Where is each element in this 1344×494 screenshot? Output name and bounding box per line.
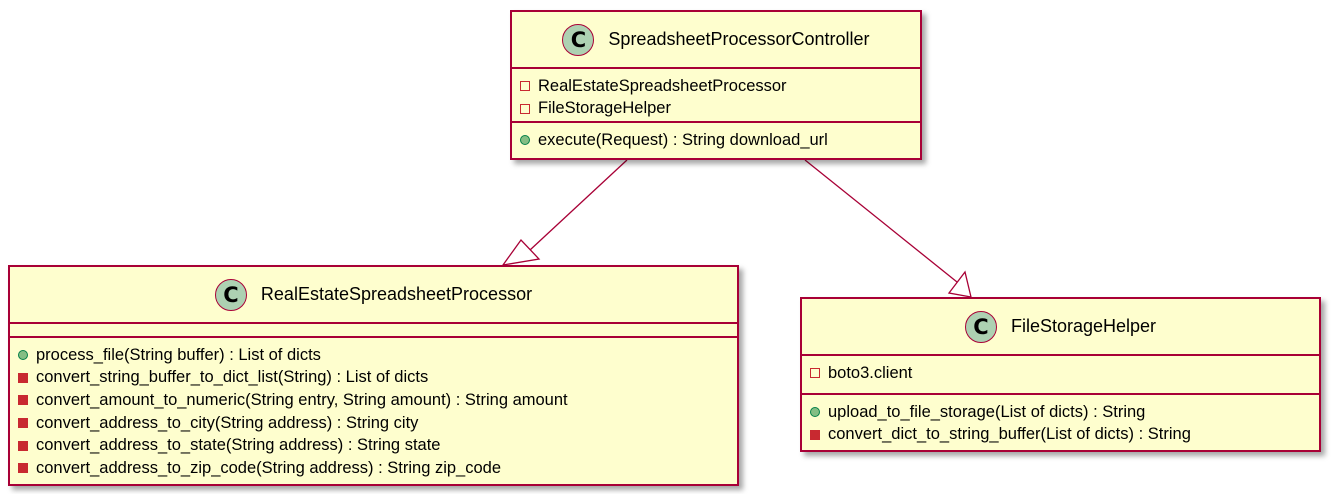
class-spreadsheet-processor-controller[interactable]: C SpreadsheetProcessorController RealEst… — [510, 10, 922, 160]
method-row: execute(Request) : String download_url — [520, 129, 920, 152]
private-field-icon — [520, 81, 530, 92]
inheritance-arrowhead — [947, 270, 972, 298]
class-header: C FileStorageHelper — [802, 299, 1319, 356]
method-row: convert_dict_to_string_buffer(List of di… — [810, 424, 1319, 447]
public-method-icon — [18, 350, 28, 361]
method-row: convert_address_to_state(String address)… — [18, 434, 737, 457]
method-text: convert_address_to_zip_code(String addre… — [36, 458, 502, 477]
class-real-estate-spreadsheet-processor[interactable]: C RealEstateSpreadsheetProcessor process… — [8, 265, 739, 486]
private-method-icon — [810, 429, 820, 440]
method-text: execute(Request) : String download_url — [538, 130, 828, 149]
method-text: convert_address_to_city(String address) … — [36, 413, 419, 432]
method-text: convert_string_buffer_to_dict_list(Strin… — [36, 368, 429, 387]
field-row: boto3.client — [810, 362, 1319, 385]
inheritance-arrowhead — [501, 238, 541, 266]
fields-section — [10, 324, 737, 336]
method-text: convert_dict_to_string_buffer(List of di… — [828, 425, 1191, 444]
method-row: process_file(String buffer) : List of di… — [18, 344, 737, 367]
methods-section: process_file(String buffer) : List of di… — [10, 336, 737, 484]
private-method-icon — [18, 372, 28, 383]
private-field-icon — [520, 103, 530, 114]
field-text: boto3.client — [828, 363, 913, 382]
method-text: convert_address_to_state(String address)… — [36, 436, 441, 455]
field-text: FileStorageHelper — [538, 99, 671, 118]
method-row: convert_address_to_city(String address) … — [18, 412, 737, 435]
method-row: upload_to_file_storage(List of dicts) : … — [810, 401, 1319, 424]
class-header: C RealEstateSpreadsheetProcessor — [10, 267, 737, 324]
method-row: convert_address_to_zip_code(String addre… — [18, 457, 737, 480]
edge-controller-to-storage — [804, 159, 972, 298]
field-row: FileStorageHelper — [520, 98, 920, 121]
class-icon: C — [964, 310, 997, 343]
public-method-icon — [520, 135, 530, 146]
methods-section: execute(Request) : String download_url — [512, 121, 920, 156]
field-text: RealEstateSpreadsheetProcessor — [538, 76, 787, 95]
method-text: upload_to_file_storage(List of dicts) : … — [828, 402, 1146, 421]
class-name: SpreadsheetProcessorController — [608, 29, 870, 49]
field-row: RealEstateSpreadsheetProcessor — [520, 75, 920, 98]
fields-section: RealEstateSpreadsheetProcessor FileStora… — [512, 69, 920, 121]
class-name: RealEstateSpreadsheetProcessor — [260, 284, 533, 304]
method-text: convert_amount_to_numeric(String entry, … — [36, 390, 568, 409]
method-row: convert_amount_to_numeric(String entry, … — [18, 389, 737, 412]
class-icon: C — [214, 278, 247, 311]
fields-section: boto3.client — [802, 356, 1319, 393]
method-row: convert_string_buffer_to_dict_list(Strin… — [18, 367, 737, 390]
public-method-icon — [810, 407, 820, 418]
private-method-icon — [18, 463, 28, 474]
method-text: process_file(String buffer) : List of di… — [36, 345, 321, 364]
class-icon: C — [562, 23, 595, 56]
private-method-icon — [18, 395, 28, 406]
private-method-icon — [18, 440, 28, 451]
private-method-icon — [18, 418, 28, 429]
class-name: FileStorageHelper — [1010, 316, 1157, 336]
edge-controller-to-processor — [501, 159, 628, 266]
methods-section: upload_to_file_storage(List of dicts) : … — [802, 393, 1319, 450]
class-header: C SpreadsheetProcessorController — [512, 12, 920, 69]
private-field-icon — [810, 368, 820, 379]
class-file-storage-helper[interactable]: C FileStorageHelper boto3.client upload_… — [800, 297, 1321, 452]
